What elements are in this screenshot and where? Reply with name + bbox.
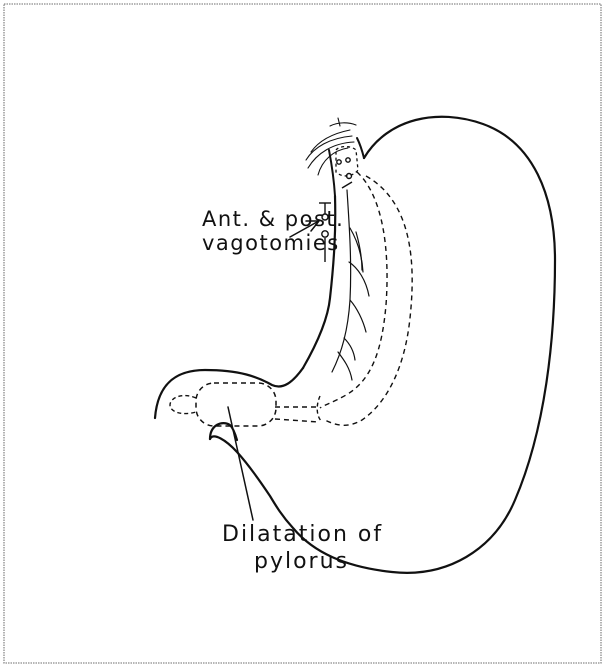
esophagus-right <box>357 138 364 158</box>
vagotomy-label: Ant. & post. vagotomies <box>202 208 344 254</box>
vagotomy-label-line2: vagotomies <box>202 232 344 254</box>
pylorus-label: Dilatation of pylorus <box>222 523 383 573</box>
stomach-outline <box>210 117 555 573</box>
pyloric-dilatation-outline <box>196 383 276 426</box>
pylorus-label-line1: Dilatation of <box>222 523 383 546</box>
antral-fold-dashed <box>317 396 322 422</box>
esophagus-left <box>329 150 335 196</box>
vagotomy-label-line1: Ant. & post. <box>202 208 344 230</box>
pylorus-pointer-line <box>228 407 253 520</box>
pylorus-label-line2: pylorus <box>254 550 383 573</box>
duodenal-stub-dashed <box>170 396 196 414</box>
antrum-dashed <box>275 407 320 422</box>
